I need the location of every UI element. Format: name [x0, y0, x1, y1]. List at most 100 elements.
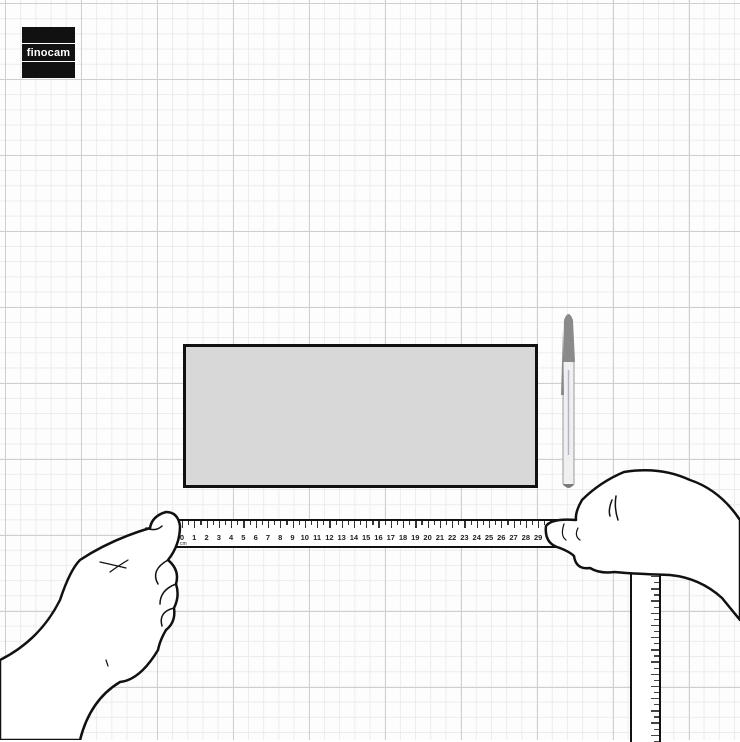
ruler-tick: [286, 521, 288, 525]
ruler-tick: [482, 521, 485, 525]
ruler-number: 20: [423, 533, 432, 542]
ruler-tick: [310, 521, 313, 525]
vruler-tick: [651, 576, 659, 578]
ruler-tick: [538, 521, 540, 528]
ruler-tick: [243, 521, 245, 528]
vruler-tick: [651, 600, 659, 602]
ruler-tick: [507, 521, 509, 525]
ruler-number: 5: [241, 533, 246, 542]
vruler-tick: [654, 704, 659, 706]
ruler-tick: [261, 521, 263, 525]
ruler-tick: [212, 521, 214, 525]
ruler-tick: [384, 521, 386, 525]
ruler-number: 29: [533, 533, 543, 542]
ruler-tick: [298, 521, 300, 525]
vruler-tick: [654, 594, 659, 596]
ruler-tick: [255, 521, 257, 528]
ruler-number: 7: [265, 533, 271, 542]
ruler-number: 13: [337, 533, 346, 542]
finocam-logo: finocam: [22, 27, 75, 78]
ruler-tick: [458, 521, 460, 525]
ruler-tick: [427, 521, 429, 528]
logo-text: finocam: [26, 46, 71, 59]
vruler-tick: [651, 637, 659, 639]
ruler-tick: [267, 521, 270, 528]
ruler-number: 24: [472, 533, 481, 542]
ruler-tick: [366, 521, 368, 528]
ruler-tick: [390, 521, 392, 528]
ruler-tick: [200, 521, 202, 525]
vertical-ruler: [630, 572, 661, 742]
ruler-tick: [495, 521, 497, 525]
ruler-number: 17: [386, 533, 395, 542]
ruler-tick: [206, 521, 208, 528]
ruler-number: 21: [435, 533, 445, 542]
ruler-number: 27: [509, 533, 518, 542]
ruler-tick: [347, 521, 349, 525]
vruler-tick: [654, 643, 659, 645]
vruler-tick: [651, 698, 659, 700]
ruler-tick: [446, 521, 448, 525]
ruler-tick: [341, 521, 343, 528]
vruler-tick: [651, 661, 659, 663]
ruler-tick: [317, 521, 319, 528]
vruler-tick: [654, 728, 659, 730]
ruler-tick: [501, 521, 503, 528]
ruler-number: 8: [278, 533, 283, 542]
vruler-tick: [654, 655, 659, 657]
ruler-tick: [452, 521, 454, 528]
ruler-tick: [525, 521, 528, 528]
ruler-number: 2: [204, 533, 209, 542]
vruler-tick: [654, 582, 659, 584]
right-hand-icon: [544, 468, 740, 622]
grey-rectangle: [183, 344, 538, 488]
ruler-tick: [182, 521, 184, 528]
ruler-number: 26: [497, 533, 506, 542]
vruler-tick: [651, 710, 659, 712]
ruler-tick: [409, 521, 411, 525]
ruler-tick: [421, 521, 423, 525]
ruler-tick: [372, 521, 374, 525]
vruler-tick: [651, 685, 659, 688]
vruler-tick: [651, 612, 659, 614]
ruler-tick: [470, 521, 472, 525]
vruler-tick: [654, 716, 659, 718]
ruler-tick: [323, 521, 325, 525]
vruler-tick: [654, 606, 659, 608]
vruler-tick: [654, 630, 659, 633]
ruler-number: 19: [411, 533, 420, 542]
vruler-tick: [651, 649, 659, 651]
ruler-tick: [360, 521, 362, 525]
ruler-tick: [280, 521, 282, 528]
ruler-tick: [304, 521, 306, 528]
ruler-tick: [433, 521, 435, 525]
ruler-tick: [531, 521, 534, 525]
ruler-tick: [292, 521, 294, 528]
vruler-tick: [651, 673, 659, 675]
ruler-tick: [249, 521, 251, 525]
ruler-number: 16: [374, 533, 383, 542]
vruler-tick: [651, 588, 659, 590]
ruler-number: 10: [300, 533, 309, 542]
vruler-tick: [654, 667, 659, 669]
ruler-tick: [439, 521, 442, 528]
ruler-tick: [464, 521, 466, 528]
ruler-tick: [335, 521, 337, 525]
ruler-number: 6: [253, 533, 258, 542]
ruler-tick: [544, 521, 546, 525]
ruler-tick: [489, 521, 491, 528]
vruler-tick: [654, 679, 659, 682]
ruler-number: 12: [325, 533, 334, 542]
vruler-tick: [654, 691, 659, 694]
ruler-number: 0: [179, 533, 185, 542]
ruler-tick: [476, 521, 478, 528]
ruler-tick: [378, 521, 380, 528]
ruler-tick: [188, 521, 190, 525]
ruler-number: 1: [192, 533, 197, 542]
logo-band: finocam: [22, 43, 75, 62]
ruler-number: 4: [229, 533, 234, 542]
ruler-number: 18: [398, 533, 408, 542]
ruler-number: 3: [216, 533, 221, 542]
